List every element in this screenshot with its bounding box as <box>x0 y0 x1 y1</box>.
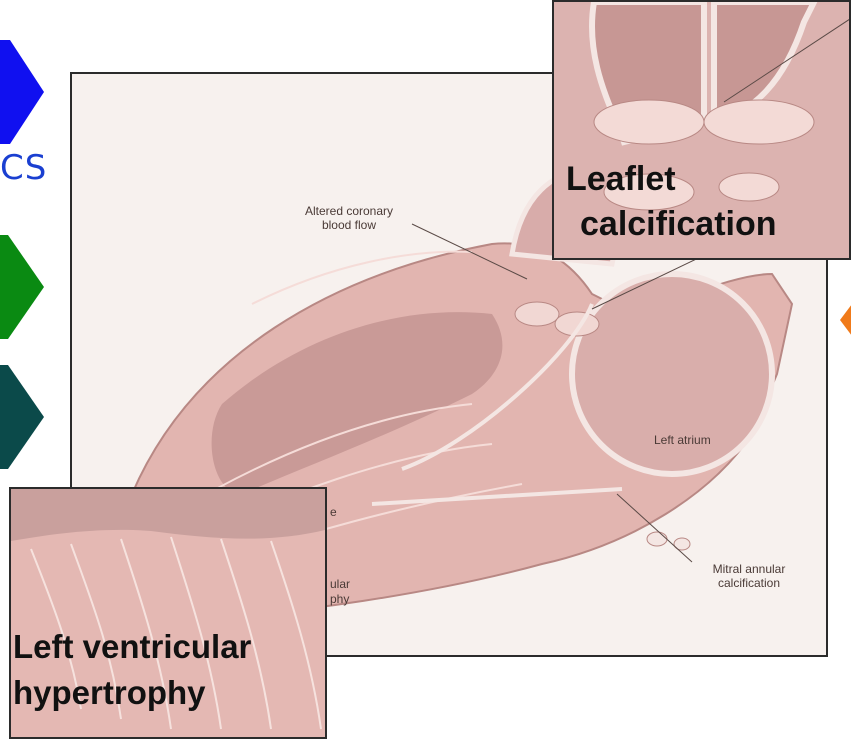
lv-label-line2: hypertrophy <box>13 673 206 713</box>
mitral-line2: calcification <box>694 576 804 590</box>
partial-label-c: e <box>330 505 337 519</box>
altered-flow-line1: Altered coronary <box>284 204 414 218</box>
leaflet-label-line2: calcification <box>580 204 777 244</box>
left-atrium-label: Left atrium <box>654 433 711 447</box>
leaflet-label-line1: Leaflet <box>566 159 676 199</box>
leaflet-calcification-inset: Leaflet calcification <box>552 0 851 260</box>
side-text: CS <box>0 148 47 188</box>
green-arrow-icon <box>0 235 50 355</box>
altered-flow-label: Altered coronary blood flow <box>284 204 414 232</box>
lv-hypertrophy-inset: Left ventricular hypertrophy <box>9 487 327 739</box>
orange-arrow-icon <box>836 300 851 340</box>
mitral-line1: Mitral annular <box>694 562 804 576</box>
altered-flow-line2: blood flow <box>284 218 414 232</box>
partial-label-b: phy <box>330 592 349 606</box>
lv-label-line1: Left ventricular <box>13 627 251 667</box>
teal-arrow-icon <box>0 365 50 485</box>
mitral-label: Mitral annular calcification <box>694 562 804 590</box>
partial-label-a: ular <box>330 577 350 591</box>
